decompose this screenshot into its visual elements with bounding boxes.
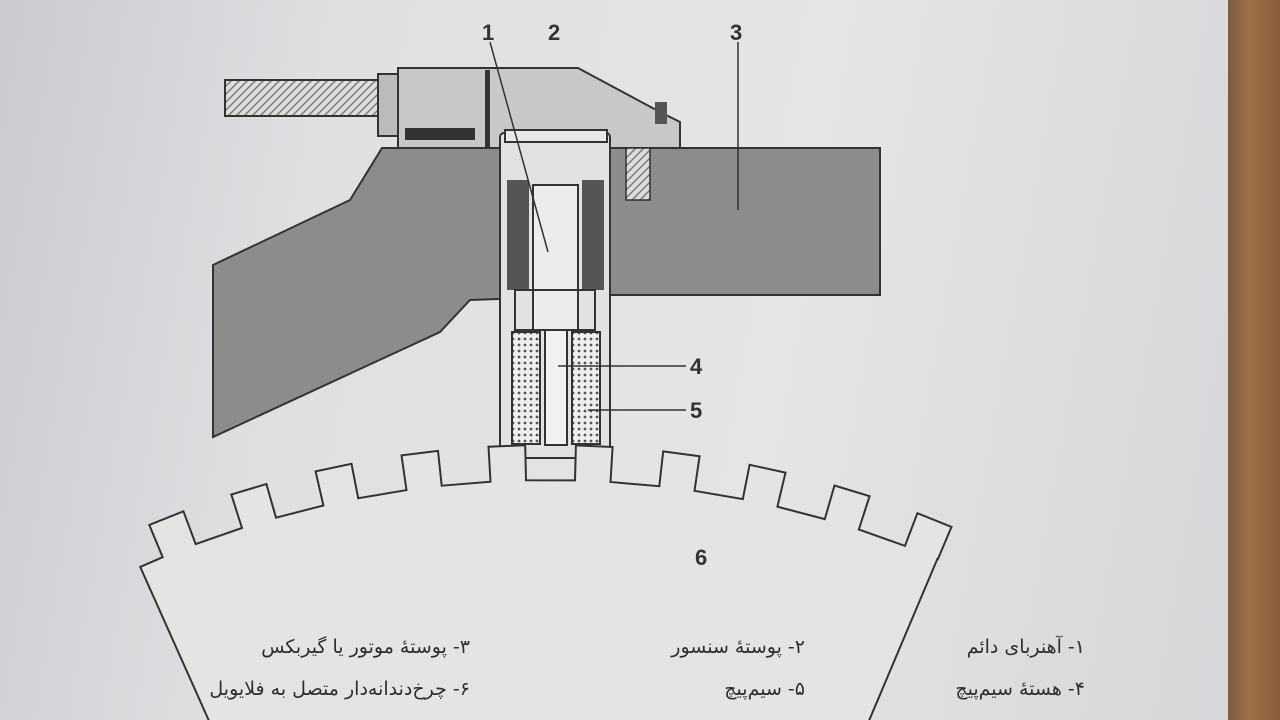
- coil-core: [544, 329, 568, 446]
- caption-6: ۶- چرخ‌دندانه‌دار متصل به فلایویل: [209, 678, 470, 700]
- leader-lines: [489, 41, 739, 411]
- sensor-cable: [224, 79, 386, 117]
- connector-insert: [405, 128, 475, 140]
- caption-5: ۵- سیم‌پیچ: [724, 678, 805, 700]
- caption-1: ۱- آهنربای دائم: [966, 636, 1085, 658]
- permanent-magnet: [532, 184, 579, 331]
- caption-3: ۳- پوستهٔ موتور یا گیربکس: [261, 636, 470, 658]
- label-2: 2: [548, 20, 560, 45]
- mounting-bolt: [625, 147, 651, 201]
- coil-right: [571, 331, 601, 445]
- label-3: 3: [730, 20, 742, 45]
- tube-flange: [504, 129, 608, 143]
- bolt-head: [655, 102, 667, 124]
- caption-2: ۲- پوستهٔ سنسور: [671, 636, 805, 658]
- caption-4: ۴- هستهٔ سیم‌پیچ: [955, 678, 1085, 700]
- tube-wall-right: [582, 180, 604, 290]
- label-6: 6: [695, 545, 707, 570]
- label-1: 1: [482, 20, 494, 45]
- toothed-wheel: [138, 444, 953, 720]
- cable-clamp: [377, 73, 401, 137]
- tube-wall-left: [507, 180, 529, 290]
- coil-left: [511, 331, 541, 445]
- label-5: 5: [690, 398, 702, 423]
- housing-seam: [485, 70, 490, 148]
- label-4: 4: [690, 354, 703, 379]
- table-edge: [1228, 0, 1280, 720]
